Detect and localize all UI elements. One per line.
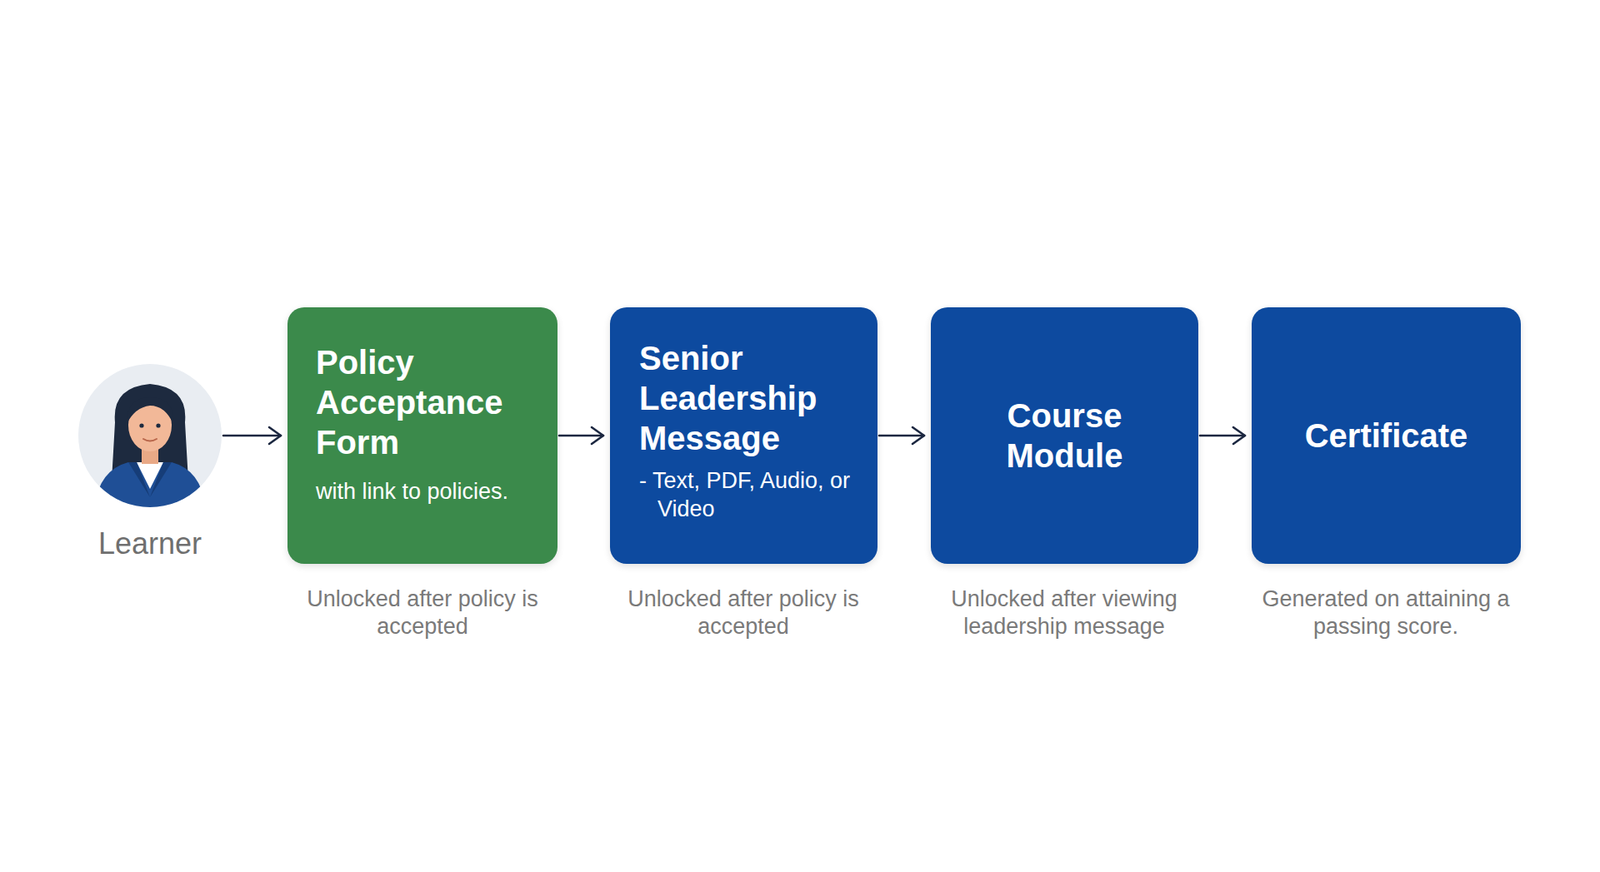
arrow-connector [879, 427, 925, 445]
connector-line [879, 435, 925, 438]
connector-line [1200, 435, 1245, 438]
learner-node: Learner [78, 364, 222, 508]
arrowhead [1233, 427, 1245, 445]
mouth [143, 439, 157, 442]
unlock-caption: Unlocked after policy is accepted [610, 585, 877, 641]
lapels [128, 462, 172, 498]
learner-avatar [78, 364, 222, 508]
arrow-connector [559, 427, 604, 445]
arrowhead [591, 427, 604, 445]
hair-front [126, 397, 174, 425]
eye [155, 423, 160, 428]
arrow-connector [223, 427, 281, 445]
connector-line [559, 435, 604, 438]
connector-line [223, 435, 281, 438]
box-heading: Senior Leadership Message [639, 338, 853, 459]
blazer [93, 462, 207, 508]
unlock-caption: Unlocked after viewing leadership messag… [930, 585, 1198, 641]
box-heading: Policy Acceptance Form [315, 342, 533, 463]
learner-label: Learner [45, 527, 255, 561]
box-heading: Course Module [955, 395, 1174, 476]
avatar-figure [93, 384, 207, 508]
arrowhead [912, 427, 925, 445]
process-box: Policy Acceptance Form with link to polic… [287, 307, 558, 565]
arrow-connector [1200, 427, 1245, 445]
arrowhead [269, 427, 281, 445]
process-box: Course Module [930, 307, 1199, 565]
unlock-caption: Generated on attaining a passing score. [1252, 585, 1520, 641]
box-body: - Text, PDF, Audio, or Video [639, 466, 853, 524]
process-box: Certificate [1251, 307, 1521, 565]
box-body: with link to policies. [315, 477, 533, 506]
avatar-background [78, 364, 222, 508]
process-box: Senior Leadership Message - Text, PDF, Au… [610, 307, 878, 565]
unlock-caption: Unlocked after policy is accepted [289, 585, 556, 641]
box-heading: Certificate [1305, 415, 1469, 456]
eye [139, 423, 144, 428]
